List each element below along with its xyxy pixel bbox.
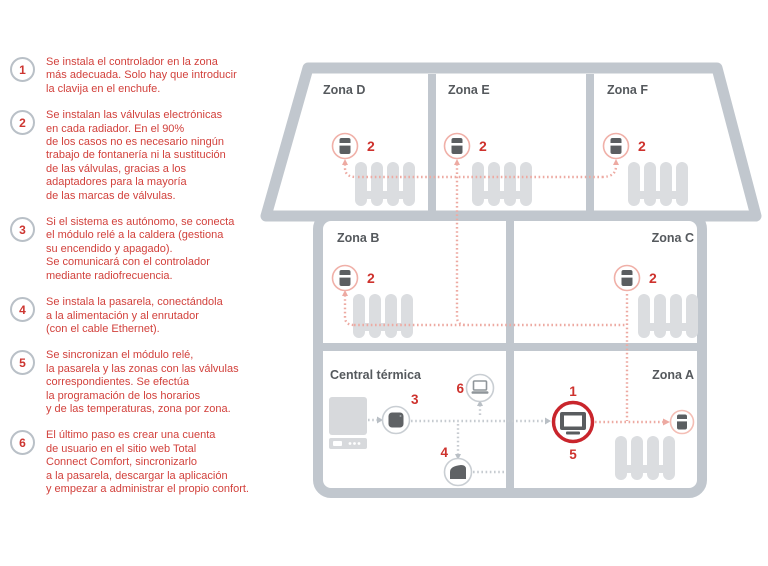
rf-arrowheads: [342, 159, 670, 426]
rf-line-valve-d: [343, 164, 357, 179]
arrow-right-icon: [545, 417, 551, 425]
step-2-number-badge: 2: [10, 110, 35, 136]
valve-icon-zone-c: [613, 264, 641, 292]
step-3-number-badge: 3: [10, 217, 35, 243]
step-1-number: 1: [19, 62, 26, 77]
zone-a-label: Zona A: [652, 368, 694, 382]
wired-arrowheads: [377, 400, 551, 460]
laptop-step-number: 6: [456, 381, 464, 396]
step-6-number: 6: [19, 435, 26, 450]
step-4-number: 4: [19, 302, 26, 317]
radiator-icon-zone-d: [355, 162, 415, 206]
valve-icon-zone-a: [669, 409, 695, 435]
step-1-number-badge: 1: [10, 57, 35, 82]
step-5: 5 Se sincronizan el módulo relé, la pasa…: [10, 349, 265, 416]
rf-line-valve-b: [343, 295, 355, 327]
zone-e-label: Zona E: [448, 83, 490, 97]
controller-step-number-top: 1: [569, 384, 577, 399]
zone-f-step-number: 2: [638, 138, 646, 154]
step-4: 4 Se instala la pasarela, conectándola a…: [10, 296, 265, 336]
arrow-up-icon: [477, 400, 483, 406]
valve-icon-zone-f: [602, 132, 630, 160]
gateway-icon: [443, 457, 473, 487]
valve-icon-zone-b: [331, 264, 359, 292]
arrow-up-icon: [613, 159, 619, 165]
step-3: 3 Si el sistema es autónomo, se conecta …: [10, 216, 265, 283]
zone-d-step-number: 2: [367, 138, 375, 154]
zone-c-step-number: 2: [649, 270, 657, 286]
controller-step-number-bottom: 5: [569, 447, 577, 462]
laptop-icon: [465, 373, 495, 403]
arrow-up-icon: [342, 290, 348, 296]
valve-icon-zone-d: [331, 132, 359, 160]
radiator-icon-zone-a: [615, 436, 675, 480]
step-6-text: El último paso es crear una cuenta de us…: [46, 429, 249, 495]
step-5-text: Se sincronizan el módulo relé, la pasare…: [46, 349, 239, 415]
zone-d-label: Zona D: [323, 83, 365, 97]
zone-b-label: Zona B: [337, 231, 379, 245]
zone-f-label: Zona F: [607, 83, 648, 97]
step-4-text: Se instala la pasarela, conectándola a l…: [46, 296, 223, 335]
radiator-icon-zone-c: [638, 294, 698, 338]
step-2: 2 Se instalan las válvulas electrónicas …: [10, 109, 265, 203]
step-1-text: Se instala el controlador en la zona más…: [46, 56, 237, 95]
step-3-text: Si el sistema es autónomo, se conecta el…: [46, 216, 235, 282]
radiator-icon-zone-e: [472, 162, 532, 206]
inner-walls: [322, 74, 698, 488]
arrow-up-icon: [454, 159, 460, 165]
valves: [331, 132, 695, 435]
step-1: 1 Se instala el controlador en la zona m…: [10, 56, 265, 96]
step-2-text: Se instalan las válvulas electrónicas en…: [46, 109, 226, 202]
arrow-down-icon: [455, 454, 461, 460]
zone-e-step-number: 2: [479, 138, 487, 154]
step-6: 6 El último paso es crear una cuenta de …: [10, 429, 265, 496]
gateway-step-number: 4: [440, 445, 448, 460]
relay-step-number: 3: [411, 392, 419, 407]
house-diagram: Zona D Zona E Zona F Zona B Zona C Centr…: [260, 62, 762, 498]
step-3-number: 3: [19, 222, 26, 237]
radiator-icon-zone-f: [628, 162, 688, 206]
arrow-up-icon: [342, 159, 348, 165]
step-4-number-badge: 4: [10, 297, 35, 323]
central-termica-label: Central térmica: [330, 368, 422, 382]
relay-module-icon: [381, 405, 411, 435]
arrow-right-icon: [663, 418, 670, 426]
step-6-number-badge: 6: [10, 430, 35, 456]
step-5-number-badge: 5: [10, 350, 35, 376]
zone-b-step-number: 2: [367, 270, 375, 286]
boiler-icon: [329, 397, 367, 449]
wired-connections: [368, 405, 545, 474]
step-2-number: 2: [19, 115, 26, 130]
rf-connections: [343, 164, 664, 424]
step-5-number: 5: [19, 355, 26, 370]
arrow-right-icon: [377, 416, 383, 424]
valve-icon-zone-e: [443, 132, 471, 160]
controller-icon: [551, 400, 595, 444]
radiator-icon-zone-b: [353, 294, 413, 338]
zone-c-label: Zona C: [652, 231, 694, 245]
radiators: [353, 162, 698, 480]
steps-panel: 1 Se instala el controlador en la zona m…: [10, 56, 265, 509]
